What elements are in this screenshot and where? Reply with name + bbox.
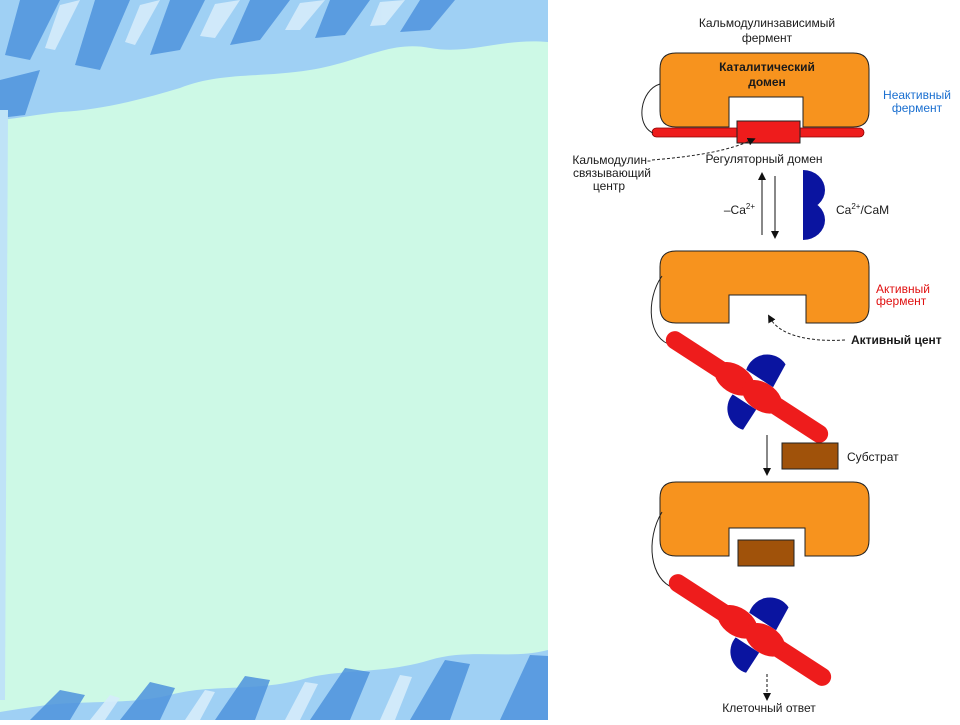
active-center-label: Активный цент — [851, 333, 942, 347]
inactive-enzyme-label-line1: Неактивный — [883, 88, 951, 102]
substrate-label: Субстрат — [847, 450, 899, 464]
cell-response-label: Клеточный ответ — [722, 701, 816, 715]
regulatory-domain-label: Регуляторный домен — [706, 152, 823, 166]
diagram-title-line1: Кальмодулинзависимый — [699, 16, 835, 30]
calmodulin-binding-label-line3: центр — [593, 179, 626, 193]
catalytic-domain-label-line2: домен — [748, 75, 786, 89]
calcium-transition: –Ca2+ Ca2+/CaM — [724, 170, 889, 240]
calmodulin-complex-2 — [668, 574, 832, 686]
active-enzyme-label-line1: Активный — [876, 282, 930, 296]
catalytic-domain-active — [659, 250, 870, 324]
calmodulin-enzyme-diagram: Кальмодулинзависимый фермент Каталитичес… — [548, 0, 960, 720]
active-enzyme-stage: Активный фермент Активный цент — [650, 250, 942, 443]
active-center-pointer — [768, 314, 846, 341]
active-enzyme-label-line2: фермент — [876, 294, 927, 308]
calmodulin-binding-label-line2: связывающий — [573, 166, 651, 180]
calmodulin-lobe-bottom — [803, 200, 825, 240]
catalytic-domain-label-line1: Каталитический — [719, 60, 815, 74]
minus-ca-label: –Ca2+ — [724, 202, 755, 217]
calmodulin-lobe-top — [803, 170, 825, 210]
bound-substrate — [737, 539, 795, 567]
linker-loop-1 — [641, 83, 661, 134]
calmodulin-binding-label-line1: Кальмодулин- — [572, 153, 651, 167]
calmodulin-binding-site — [736, 120, 801, 144]
substrate-block — [781, 442, 839, 470]
substrate-transition: Субстрат — [763, 435, 899, 476]
binding-site-pointer — [651, 138, 756, 161]
linker-loop-3 — [651, 511, 675, 589]
enzyme-substrate-stage: Клеточный ответ — [651, 481, 870, 715]
catalytic-domain-inactive — [659, 52, 870, 128]
linker-loop-2 — [650, 275, 673, 346]
ca-cam-label: Ca2+/CaM — [836, 202, 889, 217]
decorative-pattern — [0, 0, 548, 720]
diagram-svg: Кальмодулинзависимый фермент Каталитичес… — [548, 0, 960, 720]
decorative-background — [0, 0, 548, 720]
catalytic-domain-bound — [659, 481, 870, 557]
diagram-title-line2: фермент — [742, 31, 793, 45]
inactive-enzyme-label-line2: фермент — [892, 101, 943, 115]
inactive-enzyme-stage: Каталитический домен Неактивный фермент … — [572, 52, 951, 193]
calmodulin-complex-1 — [665, 331, 829, 443]
